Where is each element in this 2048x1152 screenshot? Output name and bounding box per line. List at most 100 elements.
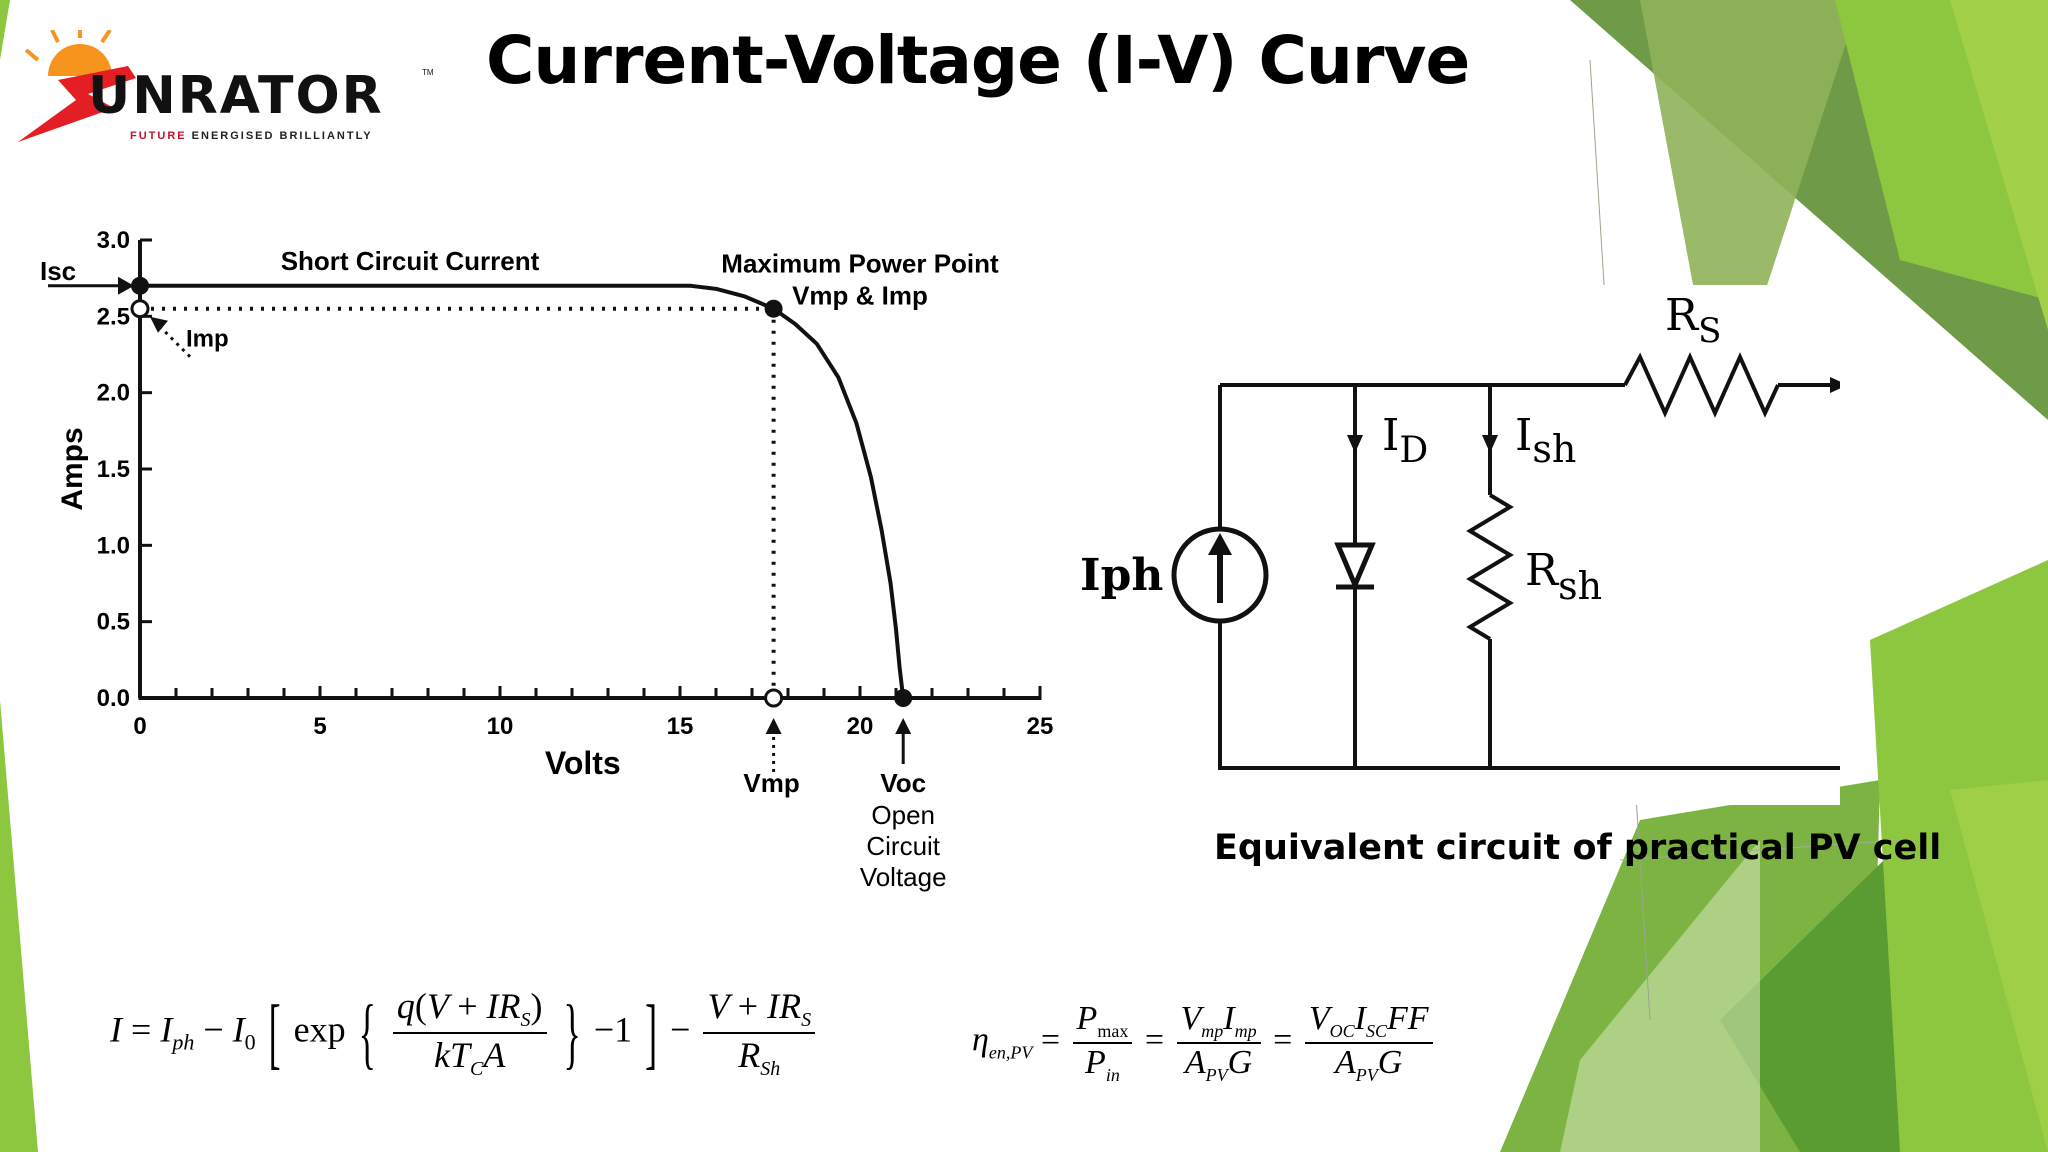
chart-guides	[140, 306, 776, 698]
voc-description: Circuit	[866, 831, 940, 861]
eff-pmax: P	[1076, 1000, 1098, 1037]
wire-left-bottom	[1218, 385, 1840, 770]
eff-g-2: G	[1377, 1043, 1403, 1081]
resistor-rsh	[1466, 493, 1514, 641]
eff-frac-power-den: Pin	[1073, 1044, 1133, 1086]
eq-minus-2: −	[670, 1009, 691, 1050]
eff-isc-sub: SC	[1365, 1020, 1387, 1041]
eq-v2: V	[707, 986, 729, 1026]
vmp-label: Vmp	[743, 768, 799, 798]
label-rsh-main: R	[1525, 545, 1560, 596]
eq-a: A	[483, 1035, 506, 1076]
eq-rsh-sub: Sh	[760, 1058, 781, 1081]
eq-paren-close: )	[530, 986, 543, 1026]
eff-frac-power-num: Pmax	[1072, 1000, 1133, 1044]
eq-lhs: I	[110, 1009, 122, 1050]
eff-apv: A	[1184, 1043, 1206, 1081]
logo-tagline: FUTURE ENERGISED BRILLIANTLY	[130, 130, 373, 142]
label-id-sub: D	[1399, 430, 1428, 471]
resistor-rs	[1623, 352, 1780, 418]
eq-irs-sub: S	[520, 1009, 531, 1032]
eq-i0-sub: 0	[244, 1029, 256, 1055]
eff-eta: η	[972, 1021, 989, 1059]
eff-apv-2-sub: PV	[1355, 1064, 1378, 1085]
eq-plus: +	[457, 986, 478, 1026]
eff-frac-mp-num: VmpImp	[1176, 1000, 1261, 1044]
slide-title: Current-Voltage (I-V) Curve	[486, 22, 1470, 99]
eff-ff: FF	[1386, 1000, 1429, 1037]
x-tick-label: 5	[313, 713, 326, 740]
label-rs-main: R	[1665, 290, 1700, 341]
eq-iph-sub: ph	[172, 1029, 195, 1055]
eq-exp: exp	[293, 1009, 346, 1050]
eq-equals: =	[131, 1009, 152, 1050]
eff-equals-1: =	[1040, 1021, 1061, 1059]
imp-point	[130, 299, 150, 319]
eff-frac-power: Pmax Pin	[1072, 1000, 1133, 1086]
green-shard-left	[0, 700, 38, 1152]
eff-vmp-sub: mp	[1201, 1020, 1224, 1041]
eff-imp-sub: mp	[1234, 1020, 1257, 1041]
isc-arrow-icon	[118, 276, 134, 295]
eq-k: kT	[434, 1035, 471, 1076]
ish-arrow-icon	[1482, 435, 1498, 453]
label-rsh-sub: sh	[1558, 564, 1602, 608]
y-tick-label: 1.5	[97, 456, 130, 483]
eq-frac-rsh: V + IRS RSh	[703, 985, 816, 1081]
isc-point	[131, 276, 149, 295]
label-rs: RS	[1665, 290, 1721, 351]
eq-i0: I	[232, 1009, 245, 1050]
label-rs-sub: S	[1698, 311, 1721, 351]
voc-description: Open	[871, 800, 935, 830]
circuit-caption: Equivalent circuit of practical PV cell	[1214, 828, 1942, 868]
x-tick-label: 20	[847, 713, 874, 740]
eq-iph: I	[160, 1009, 173, 1050]
eff-frac-mp-den: APVG	[1177, 1044, 1261, 1086]
label-id-main: I	[1382, 410, 1399, 461]
green-shard-bottom-right	[1870, 560, 2048, 1152]
x-tick-label: 0	[133, 713, 146, 740]
equivalent-circuit-diagram: Iph ID Ish Rsh RS I RL + -	[1060, 285, 1840, 805]
y-tick-label: 2.0	[97, 380, 130, 407]
label-rsh: Rsh	[1525, 545, 1602, 608]
iv-curve	[140, 283, 906, 699]
label-id: ID	[1382, 410, 1428, 471]
id-arrow-icon	[1347, 435, 1363, 453]
x-tick-label: 10	[487, 713, 514, 740]
x-tick-label: 25	[1027, 713, 1054, 740]
voc-arrow-icon	[895, 718, 912, 734]
eq-minus-one: −1	[593, 1009, 633, 1050]
green-shard-left-top	[0, 0, 10, 60]
eq-frac-exp: q(V + IRS) kTCA	[392, 985, 547, 1081]
eff-voc: V	[1308, 1000, 1330, 1037]
green-shard-faint	[1560, 840, 1760, 1152]
eq-irs2-sub: S	[801, 1009, 812, 1032]
source-arrow-icon	[1208, 533, 1232, 555]
label-ish-main: I	[1515, 410, 1532, 461]
short-circuit-label: Short Circuit Current	[281, 246, 540, 276]
circuit-panel	[1060, 285, 1840, 805]
y-tick-label: 3.0	[97, 227, 130, 254]
logo-trademark: TM	[422, 68, 434, 77]
y-tick-label: 0.5	[97, 609, 130, 636]
eff-frac-mp: VmpImp APVG	[1176, 1000, 1261, 1086]
y-tick-label: 2.5	[97, 303, 130, 330]
isc-label: Isc	[40, 256, 76, 286]
eff-frac-ff-num: VOCISCFF	[1304, 1000, 1433, 1044]
eq-rsh: R	[738, 1035, 761, 1076]
eff-frac-ff-den: APVG	[1305, 1044, 1433, 1086]
eff-g: G	[1227, 1043, 1253, 1081]
imp-label: Imp	[186, 326, 229, 353]
voc-description: Voltage	[860, 862, 947, 892]
efficiency-equation: ηen,PV = Pmax Pin = VmpImp APVG = VOCISC…	[972, 1000, 1437, 1086]
eff-pmax-sub: max	[1097, 1020, 1129, 1041]
x-tick-label: 15	[667, 713, 694, 740]
green-shard-top-edge	[1950, 0, 2048, 330]
green-shard-top-left	[1640, 0, 1860, 430]
eq-brace-close: }	[563, 989, 581, 1078]
eq-v: V	[426, 986, 449, 1026]
eq-bracket-close: ]	[645, 989, 658, 1078]
eq-irs2: IR	[767, 986, 802, 1026]
eq-paren-open: (	[414, 986, 427, 1026]
